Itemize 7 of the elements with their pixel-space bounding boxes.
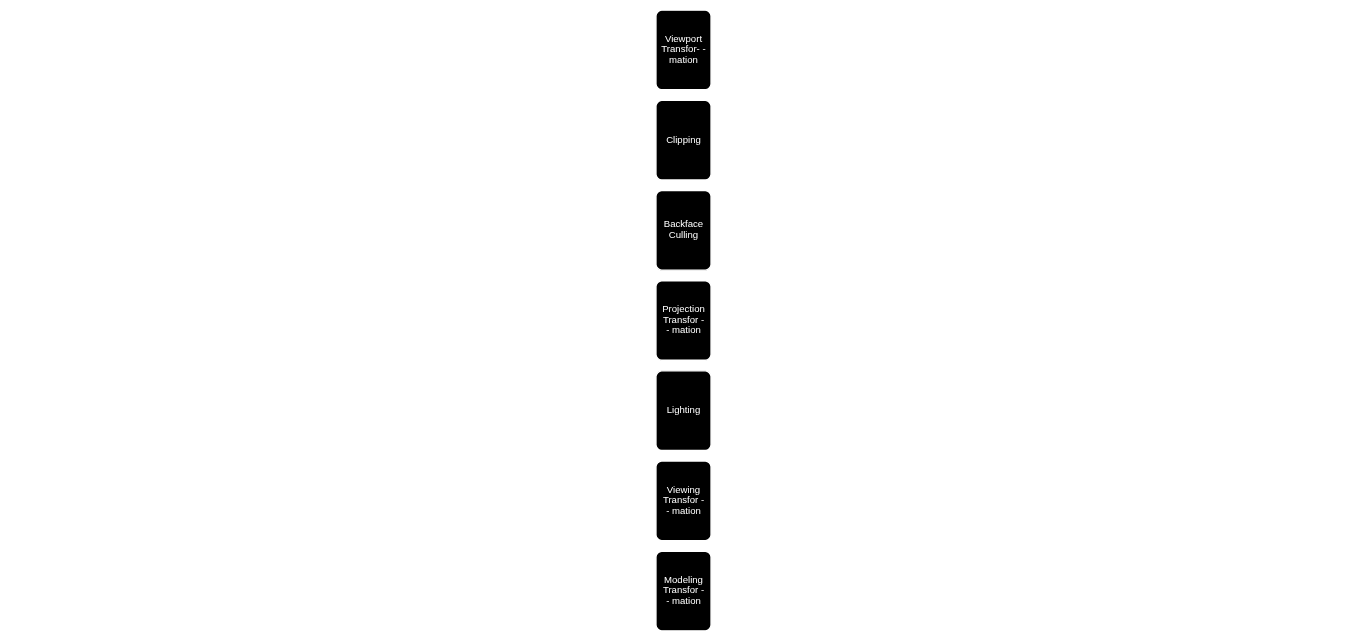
node-box: Viewing Transfor - - mation bbox=[654, 460, 712, 542]
node-box: Projection Transfor - - mation bbox=[654, 279, 712, 362]
node-box: Lighting bbox=[654, 370, 712, 452]
node-box: Clipping bbox=[654, 99, 712, 181]
node-box: Modeling Transfor - - mation bbox=[654, 550, 712, 632]
node-box: Viewport Transfor- - mation bbox=[654, 9, 712, 91]
node-box: Backface Culling bbox=[654, 189, 712, 271]
